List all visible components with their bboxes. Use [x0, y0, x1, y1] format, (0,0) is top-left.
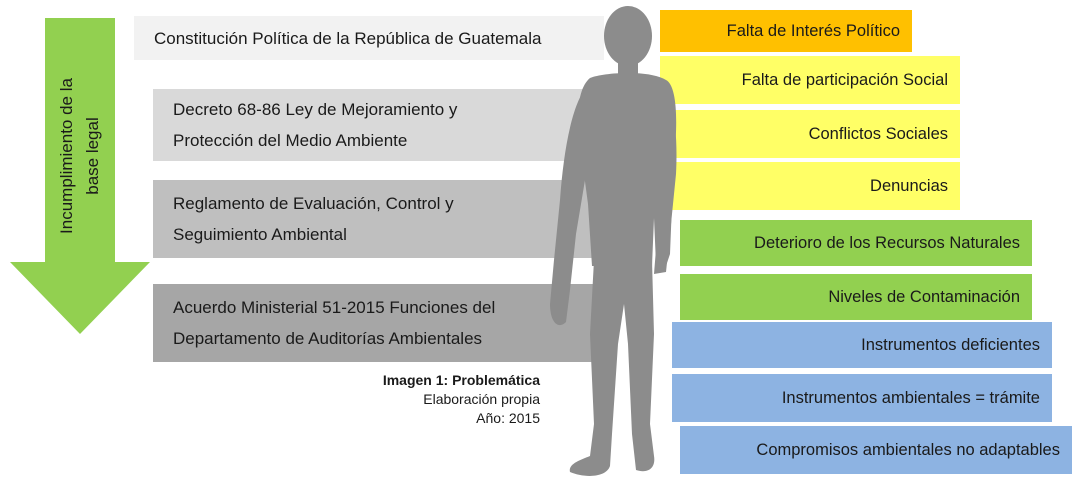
legal-framework-item: Reglamento de Evaluación, Control y Segu… [153, 180, 604, 258]
problem-item: Falta de participación Social [660, 56, 960, 104]
caption-line: Elaboración propia [423, 391, 540, 407]
problem-label: Instrumentos deficientes [861, 335, 1040, 354]
problem-item: Instrumentos ambientales = trámite [672, 374, 1052, 422]
problem-item: Compromisos ambientales no adaptables [680, 426, 1072, 474]
problem-item: Falta de Interés Político [660, 10, 912, 52]
legal-item-line: Decreto 68-86 Ley de Mejoramiento y [173, 100, 458, 119]
downward-arrow: Incumplimiento de la base legal [10, 18, 150, 334]
problem-item: Deterioro de los Recursos Naturales [680, 220, 1032, 266]
arrow-label-line: Incumplimiento de la [57, 78, 77, 234]
problem-label: Denuncias [870, 176, 948, 195]
problem-label: Deterioro de los Recursos Naturales [754, 233, 1020, 252]
legal-item-line: Reglamento de Evaluación, Control y [173, 194, 454, 213]
figure-caption: Imagen 1: Problemática Elaboración propi… [383, 371, 540, 428]
problem-label: Instrumentos ambientales = trámite [781, 388, 1040, 407]
caption-title: Imagen 1: Problemática [382, 372, 540, 388]
legal-framework-item: Acuerdo Ministerial 51-2015 Funciones de… [153, 284, 604, 362]
arrow-label: Incumplimiento de la base legal [54, 78, 106, 234]
problem-label: Falta de participación Social [741, 70, 948, 89]
legal-item-line: Departamento de Auditorías Ambientales [173, 329, 483, 348]
legal-item-line: Acuerdo Ministerial 51-2015 Funciones de… [173, 298, 496, 317]
person-silhouette-icon [550, 6, 677, 476]
legal-item-line: Protección del Medio Ambiente [173, 131, 408, 150]
problem-label: Falta de Interés Político [726, 21, 900, 40]
legal-framework-item: Constitución Política de la República de… [134, 16, 604, 60]
arrow-down-icon [10, 18, 150, 334]
problem-item: Denuncias [660, 162, 960, 210]
problem-item: Conflictos Sociales [660, 110, 960, 158]
arrow-label-line: base legal [83, 117, 103, 195]
problem-label: Compromisos ambientales no adaptables [756, 440, 1060, 459]
problem-label: Conflictos Sociales [808, 124, 948, 143]
legal-item-line: Seguimiento Ambiental [173, 225, 347, 244]
problem-item: Instrumentos deficientes [672, 322, 1052, 368]
problem-label: Niveles de Contaminación [828, 287, 1020, 306]
caption-line: Año: 2015 [476, 410, 540, 426]
legal-framework-item: Decreto 68-86 Ley de Mejoramiento y Prot… [153, 89, 604, 161]
legal-item-line: Constitución Política de la República de… [154, 28, 542, 48]
problem-item: Niveles de Contaminación [680, 274, 1032, 320]
